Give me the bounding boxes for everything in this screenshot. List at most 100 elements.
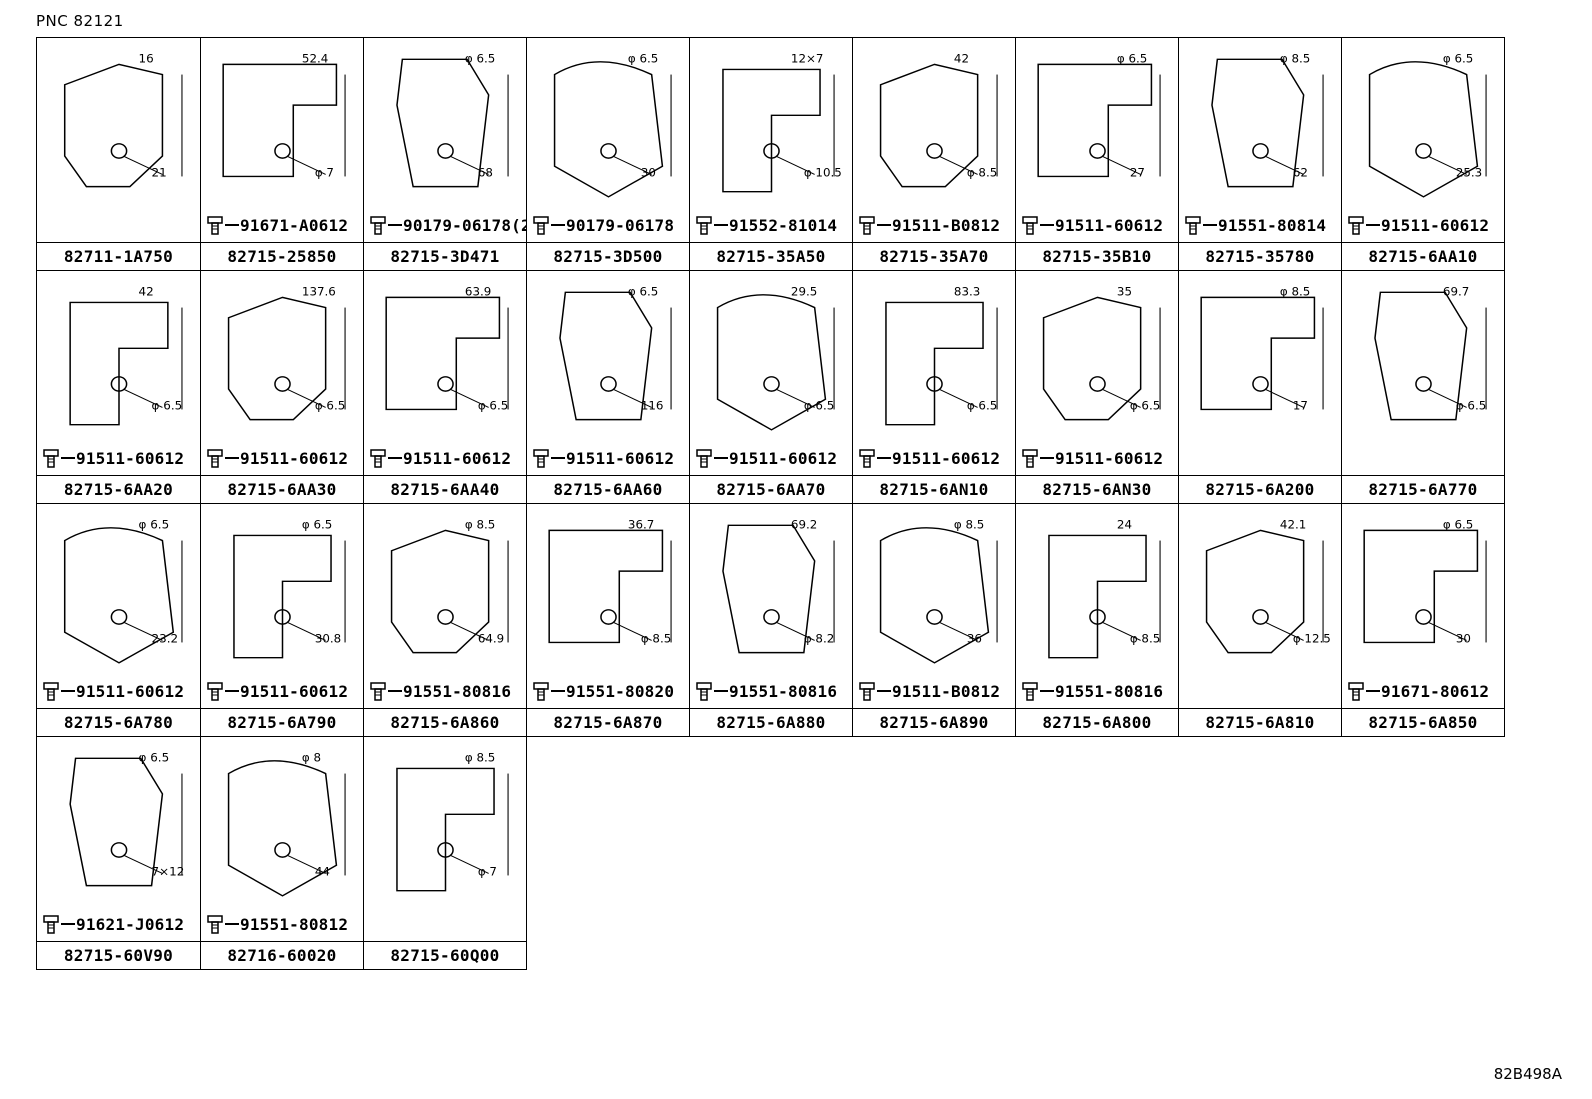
bracket-outline (1048, 534, 1147, 659)
part-number[interactable]: 82715-6A810 (1205, 713, 1315, 732)
fastener-number: 91511-60612 (729, 448, 838, 468)
dimension-label: φ 6.5 (315, 399, 345, 413)
bolt-icon (1022, 216, 1038, 235)
mounting-hole (1415, 376, 1432, 392)
mounting-hole (274, 143, 291, 159)
bracket-outline (559, 291, 653, 421)
part-number[interactable]: 82715-6A800 (1042, 713, 1152, 732)
part-number[interactable]: 82715-6A200 (1205, 480, 1315, 499)
part-number[interactable]: 82715-6A780 (63, 713, 174, 732)
leader-line (1427, 388, 1467, 408)
part-number[interactable]: 82715-60Q00 (390, 946, 500, 965)
part-number[interactable]: 82715-6AA20 (63, 480, 174, 499)
part-number[interactable]: 82715-6AA30 (227, 480, 337, 499)
fastener-callout: 91671-80612 (1346, 681, 1489, 701)
part-number[interactable]: 82715-6A790 (227, 713, 337, 732)
mounting-hole (1252, 609, 1269, 625)
leader-line (775, 388, 815, 408)
fastener-callout: 90179-06178 (531, 215, 674, 235)
mounting-hole (600, 376, 617, 392)
leader-line (612, 155, 652, 175)
bolt-icon (1185, 216, 1201, 235)
bolt-icon (533, 449, 549, 468)
bracket-outline (879, 527, 990, 664)
bracket-outline (63, 527, 175, 664)
bracket-outline (390, 529, 490, 654)
bracket-drawing: φ 844 (227, 751, 346, 897)
dimension-label: 24 (1117, 518, 1132, 532)
dimension-label: φ 8.5 (465, 518, 495, 532)
part-number[interactable]: 82715-60V90 (63, 946, 174, 965)
fastener-number: 91551-80820 (566, 681, 675, 701)
part-number[interactable]: 82715-3D471 (390, 247, 500, 266)
part-number[interactable]: 82715-6A850 (1368, 713, 1478, 732)
bracket-outline (222, 63, 338, 178)
part-number[interactable]: 82715-6AA70 (716, 480, 826, 499)
fastener-number: 91551-80816 (1055, 681, 1164, 701)
dimension-label: 23.2 (152, 632, 179, 646)
part-number[interactable]: 82715-35A50 (716, 247, 826, 266)
dimension-label: 62 (1293, 166, 1308, 180)
bracket-outline (879, 63, 979, 188)
part-number[interactable]: 82715-6AA60 (553, 480, 663, 499)
mounting-hole (110, 143, 128, 159)
bracket-drawing: 52.4φ 7 (222, 52, 346, 179)
bracket-outline (69, 301, 169, 426)
part-number[interactable]: 82715-35780 (1205, 247, 1315, 266)
part-number[interactable]: 82715-3D500 (553, 247, 663, 266)
part-number[interactable]: 82715-6AN10 (879, 480, 989, 499)
dimension-label: 36 (967, 632, 982, 646)
bracket-outline (227, 296, 327, 421)
bolt-icon (207, 915, 223, 934)
part-number[interactable]: 82715-6A890 (879, 713, 989, 732)
bracket-drawing: φ 6.527 (1037, 52, 1161, 179)
callout-line (1366, 224, 1380, 226)
fastener-callout: 91551-80814 (1183, 215, 1326, 235)
bracket-outline (385, 296, 501, 411)
part-number[interactable]: 82715-6AA10 (1368, 247, 1478, 266)
bracket-outline (553, 61, 664, 198)
part-number[interactable]: 82715-35B10 (1042, 247, 1152, 266)
fastener-number: 90179-06178 (566, 215, 675, 235)
dimension-label: φ 7 (478, 865, 497, 879)
dimension-label: 64.9 (478, 632, 504, 646)
fastener-number: 91551-80814 (1218, 215, 1327, 235)
mounting-hole (437, 376, 454, 392)
part-number[interactable]: 82715-35A70 (879, 247, 989, 266)
mounting-hole (274, 842, 291, 858)
leader-line (1101, 388, 1141, 408)
part-number[interactable]: 82715-6A770 (1368, 480, 1478, 499)
bolt-icon (43, 915, 59, 934)
part-number[interactable]: 82715-6A860 (390, 713, 500, 732)
fastener-number: 91671-80612 (1381, 681, 1490, 701)
fastener-callout: 90179-06178(2) (368, 215, 541, 235)
mounting-hole (926, 609, 943, 625)
part-number[interactable]: 82711-1A750 (63, 247, 174, 266)
part-number[interactable]: 82715-25850 (227, 247, 337, 266)
leader-line (612, 388, 652, 408)
part-number[interactable]: 82715-6A870 (553, 713, 663, 732)
part-number[interactable]: 82715-6A880 (716, 713, 826, 732)
leader-line (449, 854, 489, 874)
bracket-outline (722, 524, 816, 654)
part-number[interactable]: 82715-6AA40 (390, 480, 500, 499)
part-number[interactable]: 82716-60020 (227, 946, 337, 965)
callout-line (877, 690, 891, 692)
callout-line (225, 457, 239, 459)
fastener-number: 91511-60612 (1381, 215, 1490, 235)
leader-line (286, 854, 326, 874)
callout-line (714, 457, 728, 459)
part-number[interactable]: 82715-6AN30 (1042, 480, 1152, 499)
pnc-label: PNC 82121 (36, 12, 124, 30)
fastener-callout: 91551-80816 (1020, 681, 1163, 701)
bolt-icon (43, 449, 59, 468)
bracket-outline (69, 757, 164, 887)
